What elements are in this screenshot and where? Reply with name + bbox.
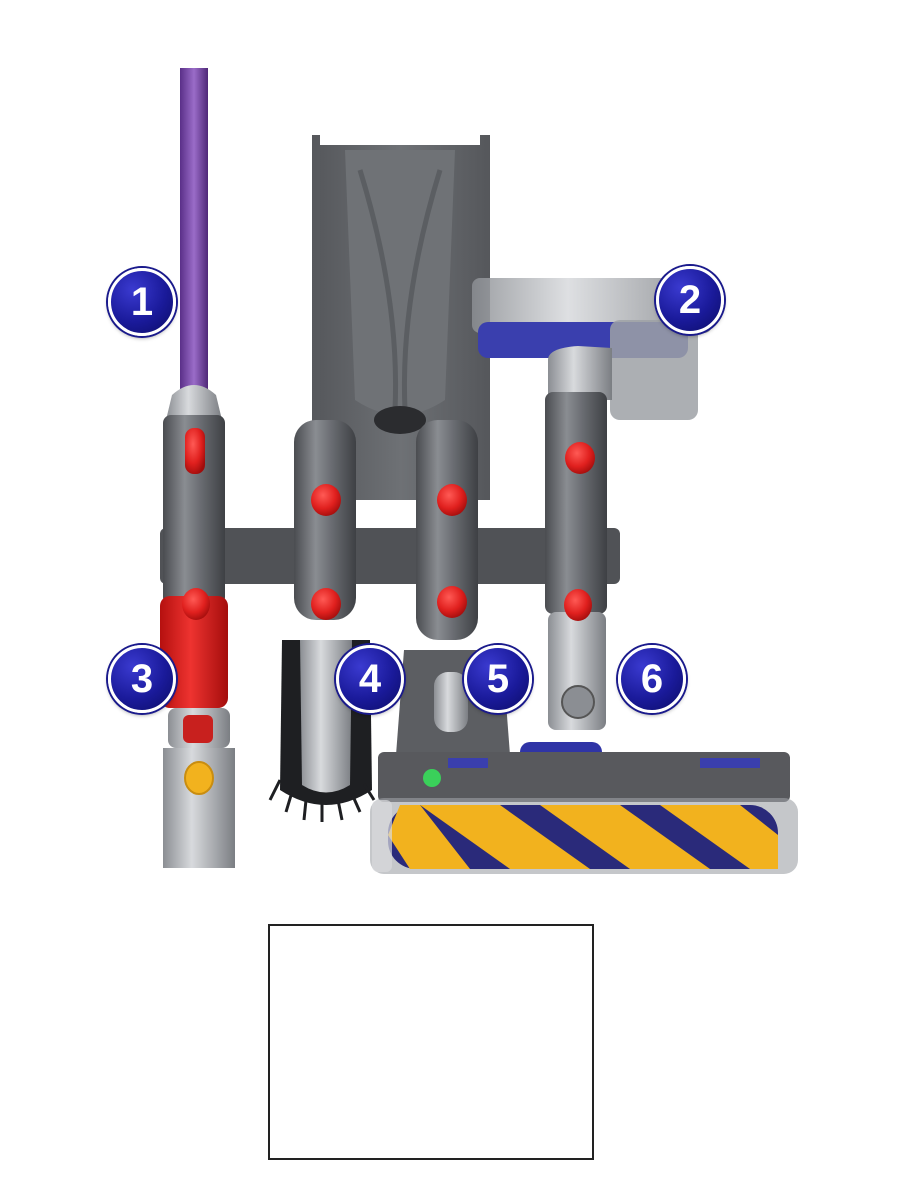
tool-6-soft-roller-head [370, 742, 798, 874]
callout-badge-6: 6 [618, 645, 686, 713]
callout-badge-3: 3 [108, 645, 176, 713]
docking-plate [312, 135, 490, 500]
callout-badge-5: 5 [464, 645, 532, 713]
inset-frame [268, 924, 594, 1160]
tool-4-stubborn-dirt-brush [268, 420, 376, 822]
callout-badge-4: 4 [336, 645, 404, 713]
callout-badge-1: 1 [108, 268, 176, 336]
tool-1-crevice-wand [160, 68, 235, 868]
callout-badge-2: 2 [656, 266, 724, 334]
mounting-rail [160, 528, 620, 584]
tool-2-mini-motorized-head [472, 278, 712, 730]
